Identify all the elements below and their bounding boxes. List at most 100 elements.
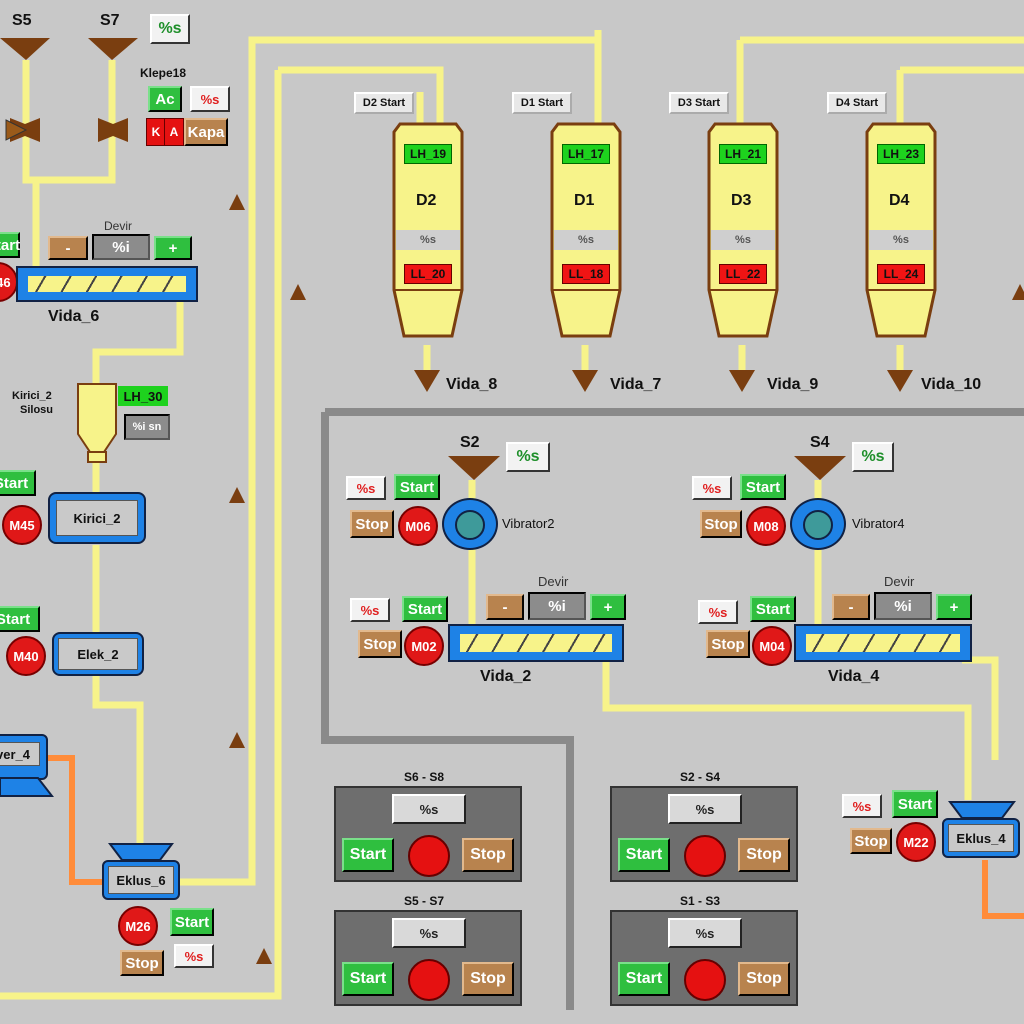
panel-title: S6 - S8 — [404, 770, 445, 784]
vida4-screw-conveyor[interactable] — [794, 624, 972, 662]
vida6-plus-button[interactable]: + — [154, 236, 192, 260]
vida2-plus-button[interactable]: + — [590, 594, 626, 620]
vibrator2-stop-button[interactable]: Stop — [350, 510, 394, 538]
panel-percent-button[interactable]: %s — [392, 794, 466, 824]
panel-stop-button[interactable]: Stop — [462, 838, 514, 872]
panel-status-indicator — [408, 835, 450, 877]
vida-label: Vida_8 — [446, 376, 498, 393]
vida4-start-button[interactable]: Start — [750, 596, 796, 622]
panel-start-button[interactable]: Start — [618, 962, 670, 996]
flow-arrow-icon — [256, 948, 272, 964]
valve-label-s5: S5 — [12, 12, 32, 29]
panel-start-button[interactable]: Start — [342, 962, 394, 996]
kirici-silo — [77, 383, 117, 463]
vibrator2-start-button[interactable]: Start — [394, 474, 440, 500]
eklus4-label: Eklus_4 — [948, 824, 1014, 852]
hopper-s4-label: S4 — [810, 434, 830, 451]
panel-percent-button[interactable]: %s — [668, 794, 742, 824]
kirici-silo-subtitle: Silosu — [20, 404, 54, 416]
eklus6-unit[interactable]: Eklus_6 — [102, 860, 180, 900]
valve-percent-button[interactable]: %s — [150, 14, 190, 44]
silo-percent: %s — [711, 230, 775, 250]
klepe-close-button[interactable]: Kapa — [184, 118, 228, 146]
kirici2-unit[interactable]: Kirici_2 — [48, 492, 146, 544]
eklus4-motor: M22 — [896, 822, 936, 862]
silo-start-button[interactable]: D3 Start — [669, 92, 729, 114]
klepe-label: Klepe18 — [140, 66, 187, 80]
flow-arrow-icon — [290, 284, 306, 300]
silo-name: D4 — [889, 192, 910, 209]
panel-title: S2 - S4 — [680, 770, 721, 784]
vida2-minus-button[interactable]: - — [486, 594, 524, 620]
vida4-stop-button[interactable]: Stop — [706, 630, 750, 658]
vida2-stop-button[interactable]: Stop — [358, 630, 402, 658]
eklus4-hopper — [948, 801, 1016, 819]
panel-status-indicator — [408, 959, 450, 1001]
kirici-silo-high-level: LH_30 — [118, 386, 168, 406]
panel-stop-button[interactable]: Stop — [738, 962, 790, 996]
panel-s1-s3: %s Start Stop — [610, 910, 798, 1006]
eklus4-start-button[interactable]: Start — [892, 790, 938, 818]
panel-stop-button[interactable]: Stop — [462, 962, 514, 996]
silo-percent: %s — [869, 230, 933, 250]
vida6-start-button[interactable]: Start — [0, 232, 20, 258]
vida6-minus-button[interactable]: - — [48, 236, 88, 260]
silo-name: D2 — [416, 192, 437, 209]
silo-high-level: LH_19 — [404, 144, 452, 164]
silo-low-level: LL_22 — [719, 264, 767, 284]
vida2-label: Vida_2 — [480, 668, 532, 685]
vida4-plus-button[interactable]: + — [936, 594, 972, 620]
panel-start-button[interactable]: Start — [342, 838, 394, 872]
flow-arrow-icon — [229, 487, 245, 503]
vibrator4-percent-button[interactable]: %s — [692, 476, 732, 500]
elek2-start-button[interactable]: Start — [0, 606, 40, 632]
klepe-percent-button[interactable]: %s — [190, 86, 230, 112]
vida2-screw-conveyor[interactable] — [448, 624, 624, 662]
eklus4-stop-button[interactable]: Stop — [850, 828, 892, 854]
vida2-start-button[interactable]: Start — [402, 596, 448, 622]
silo-high-level: LH_23 — [877, 144, 925, 164]
vibrator4-label: Vibrator4 — [852, 516, 905, 531]
panel-stop-button[interactable]: Stop — [738, 838, 790, 872]
hopper-s2-label: S2 — [460, 434, 480, 451]
vida4-motor: M04 — [752, 626, 792, 666]
vida4-minus-button[interactable]: - — [832, 594, 870, 620]
silo-start-button[interactable]: D1 Start — [512, 92, 572, 114]
vibrator2-unit[interactable] — [442, 498, 498, 550]
klepe-open-button[interactable]: Ac — [148, 86, 182, 112]
ver4-base — [0, 777, 54, 797]
panel-percent-button[interactable]: %s — [392, 918, 466, 948]
flow-arrow-icon — [229, 732, 245, 748]
vibrator4-start-button[interactable]: Start — [740, 474, 786, 500]
eklus6-stop-button[interactable]: Stop — [120, 950, 164, 976]
silo-name: D1 — [574, 192, 595, 209]
eklus6-percent-button[interactable]: %s — [174, 944, 214, 968]
hopper-s2-percent-button[interactable]: %s — [506, 442, 550, 472]
kirici2-start-button[interactable]: Start — [0, 470, 36, 496]
valve-label-s7: S7 — [100, 12, 120, 29]
vida4-speed-display: %i — [874, 592, 932, 620]
elek2-unit[interactable]: Elek_2 — [52, 632, 144, 676]
vida4-devir-label: Devir — [884, 574, 915, 589]
eklus4-percent-button[interactable]: %s — [842, 794, 882, 818]
vida4-label: Vida_4 — [828, 668, 880, 685]
panel-percent-button[interactable]: %s — [668, 918, 742, 948]
vida6-screw-conveyor[interactable] — [16, 266, 198, 302]
silo-start-button[interactable]: D4 Start — [827, 92, 887, 114]
hopper-s4-percent-button[interactable]: %s — [852, 442, 894, 472]
vibrator-drum-icon — [803, 510, 833, 540]
vibrator2-percent-button[interactable]: %s — [346, 476, 386, 500]
vibrator4-unit[interactable] — [790, 498, 846, 550]
klepe-k-indicator: K — [146, 118, 166, 146]
silo-name: D3 — [731, 192, 752, 209]
eklus4-unit[interactable]: Eklus_4 — [942, 818, 1020, 858]
panel-start-button[interactable]: Start — [618, 838, 670, 872]
vida4-percent-button[interactable]: %s — [698, 600, 738, 624]
vida2-percent-button[interactable]: %s — [350, 598, 390, 622]
eklus6-start-button[interactable]: Start — [170, 908, 214, 936]
silo-start-button[interactable]: D2 Start — [354, 92, 414, 114]
vida6-devir-label: Devir — [104, 219, 133, 233]
ver4-unit[interactable]: ver_4 — [0, 734, 48, 780]
vibrator4-stop-button[interactable]: Stop — [700, 510, 742, 538]
kirici-silo-title: Kirici_2 — [12, 390, 52, 402]
